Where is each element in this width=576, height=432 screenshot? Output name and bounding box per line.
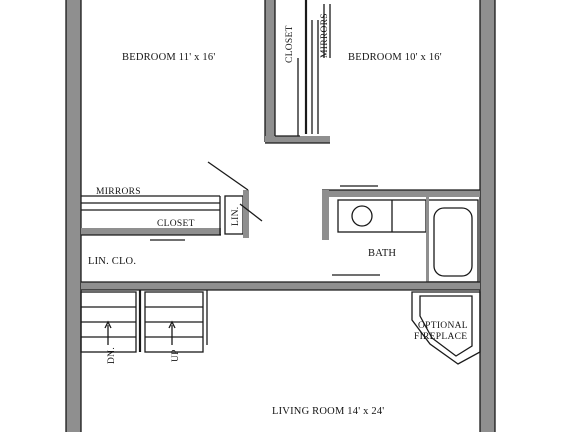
closet-upper-label: CLOSET (285, 25, 295, 63)
fireplace (411, 291, 481, 365)
vanity (337, 199, 427, 233)
stair-down-label: DN. (107, 347, 117, 364)
bath (322, 185, 480, 284)
linen-closet-label: LIN. CLO. (88, 256, 136, 267)
living-room-label: LIVING ROOM 14' x 24' (272, 406, 384, 417)
linen-small-label: LIN. (231, 207, 241, 226)
bedroom-left-label: BEDROOM 11' x 16' (122, 52, 215, 63)
bedroom-right-label: BEDROOM 10' x 16' (348, 52, 442, 63)
left-exterior-wall (66, 0, 81, 432)
right-exterior-wall (480, 0, 495, 432)
stairs (80, 290, 208, 353)
bath-label: BATH (368, 248, 396, 259)
fireplace-label-line2: FIREPLACE (414, 332, 467, 342)
stair-up-label: UP (171, 349, 181, 362)
bedroom-door (207, 161, 249, 191)
sink (351, 205, 373, 227)
mirrors-upper-label: MIRRORS (320, 13, 330, 58)
closet-left-label: CLOSET (157, 219, 195, 229)
left-closet (81, 161, 263, 241)
mirrors-left-label: MIRRORS (96, 187, 141, 197)
fireplace-label-line1: OPTIONAL (418, 321, 468, 331)
hall-wall (81, 281, 480, 291)
exterior-walls (65, 0, 496, 432)
center-closet (264, 0, 331, 144)
